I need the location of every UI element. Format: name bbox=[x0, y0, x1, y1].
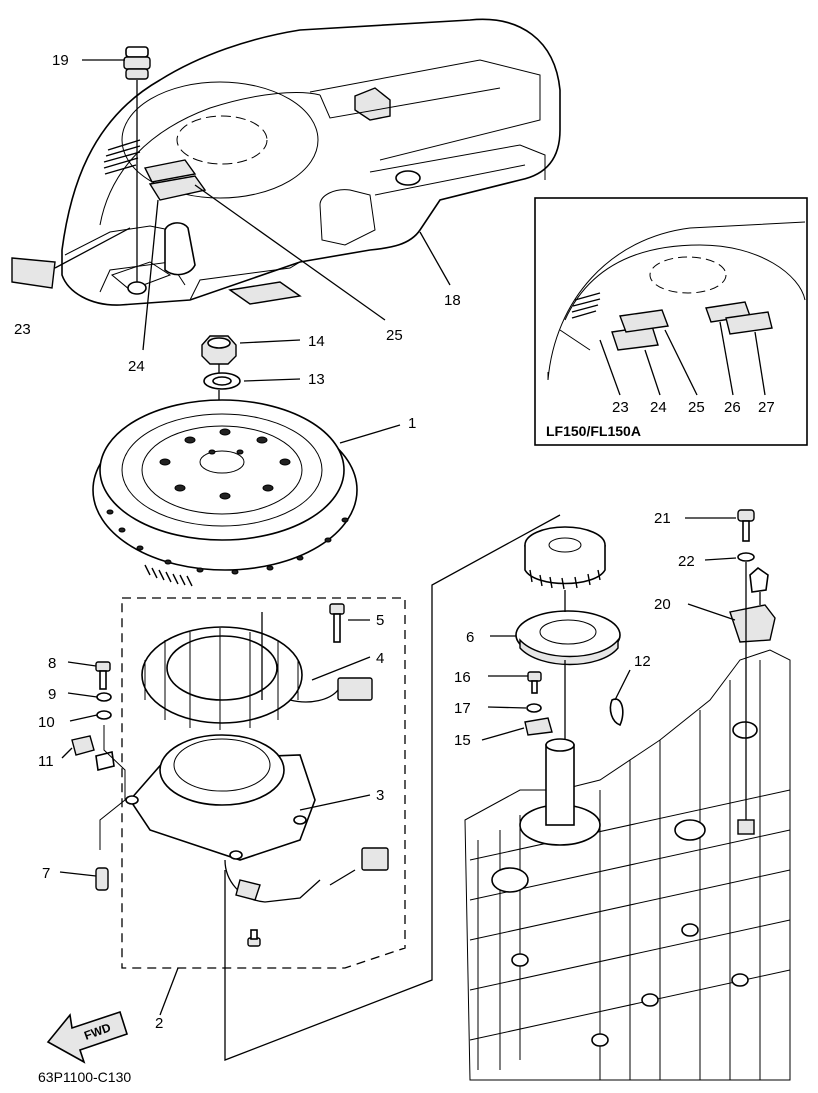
callout-19: 19 bbox=[52, 52, 69, 69]
inset-callout-24: 24 bbox=[650, 399, 667, 416]
callout-21: 21 bbox=[654, 510, 671, 527]
clamp-11 bbox=[71, 735, 95, 756]
callout-13: 13 bbox=[308, 371, 325, 388]
plate-6 bbox=[515, 610, 621, 666]
inset-callout-27: 27 bbox=[758, 399, 775, 416]
callout-24: 24 bbox=[128, 358, 145, 375]
washer-22 bbox=[737, 552, 755, 562]
clamp-screw bbox=[247, 929, 261, 947]
callout-11: 11 bbox=[38, 753, 54, 770]
flywheel-nut bbox=[201, 335, 237, 365]
inset-callout-23: 23 bbox=[612, 399, 629, 416]
callout-numbers: 19 23 24 25 18 14 13 1 5 4 3 8 9 10 11 7… bbox=[14, 52, 695, 1032]
callout-16: 16 bbox=[454, 669, 471, 686]
grommet bbox=[123, 46, 151, 295]
inset-panel bbox=[534, 197, 808, 446]
callout-20: 20 bbox=[654, 596, 671, 613]
bolt-21 bbox=[737, 509, 755, 542]
flywheel-rim-holes bbox=[106, 509, 349, 575]
callout-17: 17 bbox=[454, 700, 471, 717]
leader-lines bbox=[59, 59, 737, 1016]
callout-8: 8 bbox=[48, 655, 56, 672]
callout-5: 5 bbox=[376, 612, 384, 629]
label-23 bbox=[11, 257, 56, 289]
bolt-8 bbox=[95, 661, 111, 690]
callout-7: 7 bbox=[42, 865, 50, 882]
stator-coil bbox=[141, 612, 373, 730]
callout-14: 14 bbox=[308, 333, 325, 350]
callout-23: 23 bbox=[14, 321, 31, 338]
callout-25: 25 bbox=[386, 327, 403, 344]
callout-2: 2 bbox=[155, 1015, 163, 1032]
inset-callout-26: 26 bbox=[724, 399, 741, 416]
washer-9 bbox=[96, 692, 112, 702]
forward-arrow-icon bbox=[46, 1010, 129, 1064]
bracket-15 bbox=[524, 717, 553, 736]
stator-group-boundary bbox=[121, 597, 406, 969]
inset-vent-hatching bbox=[571, 292, 601, 319]
sensor-20 bbox=[729, 566, 776, 643]
bolt-16 bbox=[527, 671, 542, 694]
callout-3: 3 bbox=[376, 787, 384, 804]
stator-base bbox=[125, 514, 561, 1061]
inset-label-25 bbox=[619, 309, 669, 333]
cover-vent-hatching bbox=[103, 139, 141, 175]
callout-18: 18 bbox=[444, 292, 461, 309]
inset-callout-25: 25 bbox=[688, 399, 705, 416]
callout-12: 12 bbox=[634, 653, 651, 670]
inset-title: LF150/FL150A bbox=[546, 423, 641, 439]
flywheel-cover bbox=[61, 18, 561, 306]
callout-6: 6 bbox=[466, 629, 474, 646]
callout-15: 15 bbox=[454, 732, 471, 749]
callout-4: 4 bbox=[376, 650, 384, 667]
washer-17 bbox=[526, 703, 542, 713]
label-24 bbox=[148, 175, 207, 201]
inset-callout-numbers: 23 24 25 26 27 LF150/FL150A bbox=[546, 399, 775, 439]
callout-10: 10 bbox=[38, 714, 55, 731]
callout-1: 1 bbox=[408, 415, 416, 432]
collar-7 bbox=[95, 867, 109, 891]
callout-9: 9 bbox=[48, 686, 56, 703]
label-25 bbox=[143, 159, 197, 183]
flywheel-magnet bbox=[92, 399, 358, 587]
stator-bolt bbox=[329, 603, 345, 643]
callout-22: 22 bbox=[678, 553, 695, 570]
pulley bbox=[524, 526, 606, 590]
drawing-code: 63P1100-C130 bbox=[38, 1069, 131, 1085]
inset-label-27 bbox=[725, 311, 773, 335]
washer-10 bbox=[96, 710, 112, 720]
flywheel-washer bbox=[203, 372, 241, 390]
key-12 bbox=[609, 698, 624, 727]
crankcase bbox=[464, 649, 791, 1081]
